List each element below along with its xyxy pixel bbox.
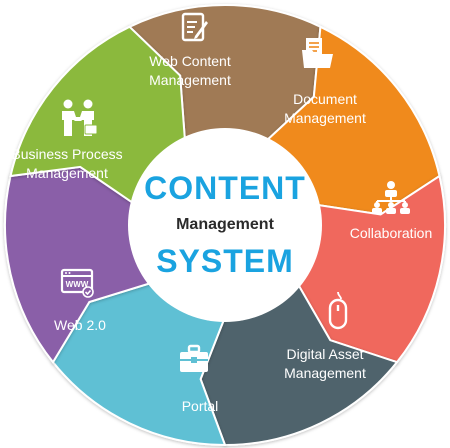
center-circle: [128, 128, 322, 322]
folder-documents-icon: [300, 36, 336, 75]
segment-label: Portal: [181, 398, 219, 414]
segment-label: Collaboration: [349, 225, 433, 241]
svg-text:WWW: WWW: [66, 280, 89, 289]
segment-label: Web Content Management: [149, 53, 231, 88]
segment-label: Web 2.0: [54, 317, 106, 333]
hierarchy-network-icon: [370, 180, 412, 219]
center-title-system: SYSTEM: [156, 243, 294, 279]
mouse-icon: [327, 291, 349, 335]
segment-label: Business Process Management: [11, 146, 123, 181]
briefcase-icon: [178, 344, 210, 379]
segment-label: Digital Asset Management: [284, 346, 366, 381]
edit-document-icon: [181, 12, 209, 49]
center-title-content: CONTENT: [144, 170, 306, 206]
segment-label: Document Management: [284, 91, 366, 126]
center-subtitle-management: Management: [176, 216, 274, 233]
browser-www-icon: WWW: [60, 268, 96, 303]
handshake-icon: [58, 98, 98, 143]
